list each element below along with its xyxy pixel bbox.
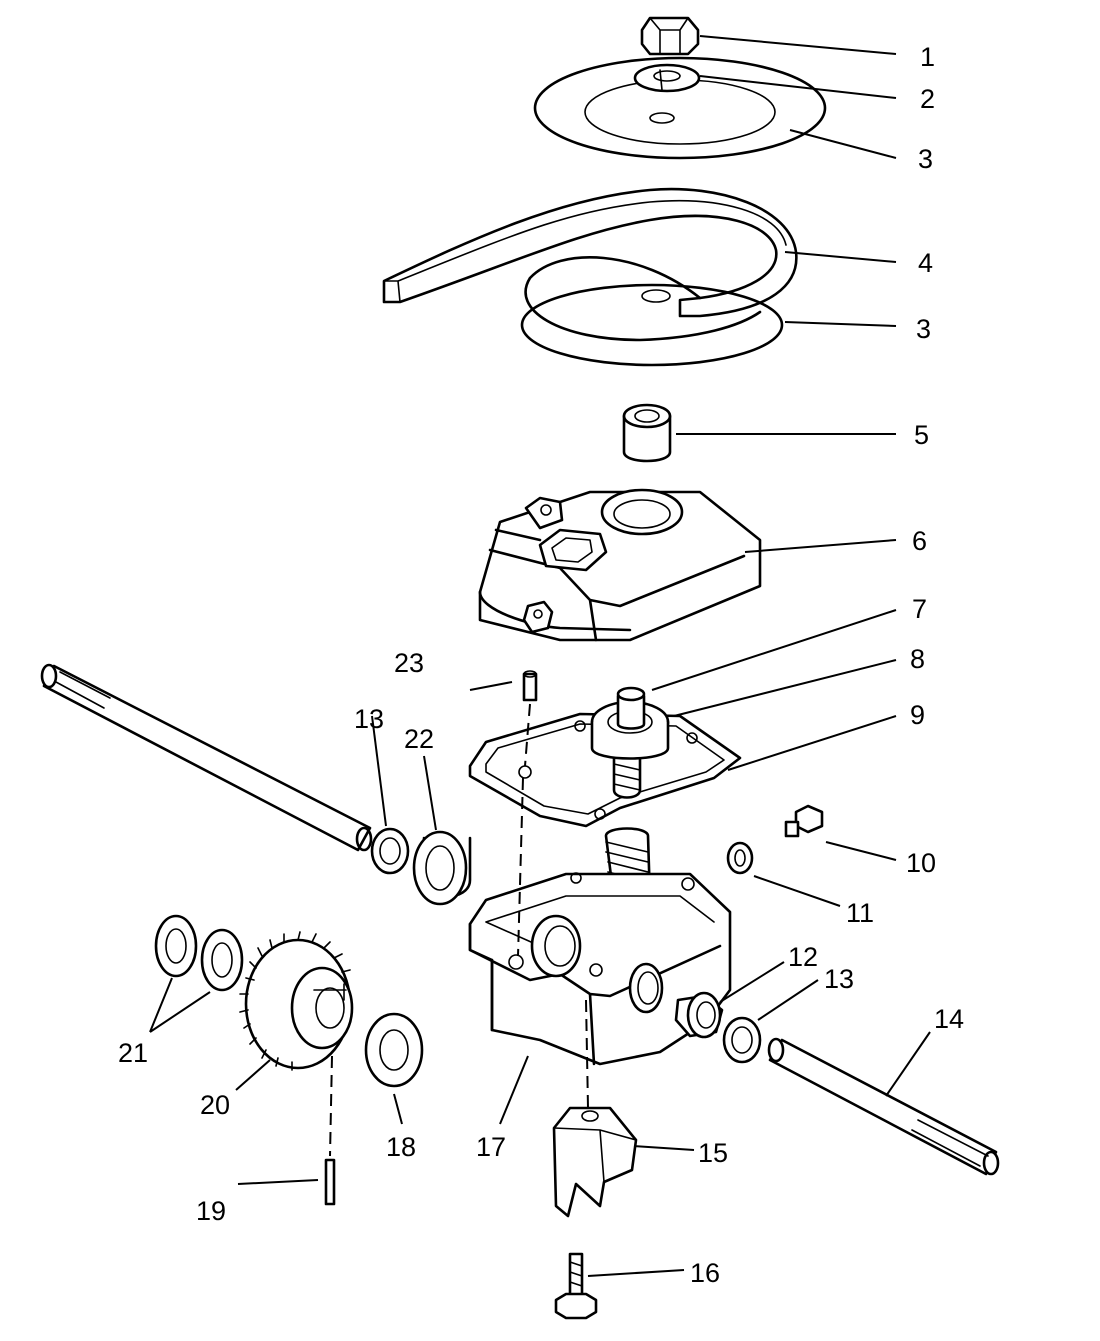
part-axle-shaft-right bbox=[767, 1037, 1000, 1176]
part-thrust-washers bbox=[154, 914, 244, 992]
callout-13-right: 13 bbox=[824, 964, 854, 994]
callout-11: 11 bbox=[846, 898, 874, 928]
assembly-dash-lines bbox=[329, 703, 589, 1157]
callout-22: 22 bbox=[404, 724, 434, 754]
part-dowel-pin bbox=[522, 670, 538, 702]
callout-3-lower: 3 bbox=[916, 314, 931, 344]
callout-2: 2 bbox=[920, 84, 935, 114]
part-lock-washer bbox=[633, 63, 701, 93]
callout-21: 21 bbox=[118, 1038, 148, 1068]
callout-5: 5 bbox=[914, 420, 929, 450]
part-bushing-right bbox=[674, 991, 724, 1039]
callout-12: 12 bbox=[788, 942, 818, 972]
callout-19: 19 bbox=[196, 1196, 226, 1226]
callout-3-upper: 3 bbox=[918, 144, 933, 174]
callout-9: 9 bbox=[910, 700, 925, 730]
callout-18: 18 bbox=[386, 1132, 416, 1162]
part-spiral-spring bbox=[382, 187, 798, 342]
part-dished-washer-upper bbox=[533, 56, 827, 160]
callout-15: 15 bbox=[698, 1138, 728, 1168]
leader-lines bbox=[149, 35, 931, 1277]
part-hex-bolt bbox=[554, 1252, 598, 1320]
callout-8: 8 bbox=[910, 644, 925, 674]
callout-1: 1 bbox=[920, 42, 935, 72]
callout-7: 7 bbox=[912, 594, 927, 624]
part-gear-case-cover bbox=[478, 488, 762, 642]
callout-13-left: 13 bbox=[354, 704, 384, 734]
callout-23: 23 bbox=[394, 648, 424, 678]
part-gear-housing bbox=[468, 872, 732, 1066]
part-shift-fork bbox=[552, 1106, 638, 1218]
callout-4: 4 bbox=[918, 248, 933, 278]
part-oil-seal-left bbox=[370, 827, 410, 875]
part-small-washer bbox=[726, 841, 754, 875]
callout-17: 17 bbox=[476, 1132, 506, 1162]
callout-14: 14 bbox=[934, 1004, 964, 1034]
callout-10: 10 bbox=[906, 848, 936, 878]
part-hex-nut bbox=[640, 16, 700, 56]
part-axle-shaft-left bbox=[40, 663, 373, 852]
part-roll-pin bbox=[324, 1158, 336, 1206]
part-dished-washer-lower bbox=[520, 283, 784, 367]
part-gasket bbox=[468, 712, 742, 828]
part-spacer-bushing bbox=[622, 403, 672, 463]
part-bushing-left bbox=[412, 830, 472, 906]
callout-16: 16 bbox=[690, 1258, 720, 1288]
callout-labels: 1 2 3 4 3 5 6 7 8 9 10 11 12 13 14 15 16… bbox=[118, 42, 964, 1288]
callout-20: 20 bbox=[200, 1090, 230, 1120]
part-oil-seal-right bbox=[722, 1016, 762, 1064]
part-spur-gear bbox=[239, 931, 354, 1071]
callout-6: 6 bbox=[912, 526, 927, 556]
part-plug-screw bbox=[784, 804, 824, 838]
part-washer bbox=[364, 1012, 424, 1088]
